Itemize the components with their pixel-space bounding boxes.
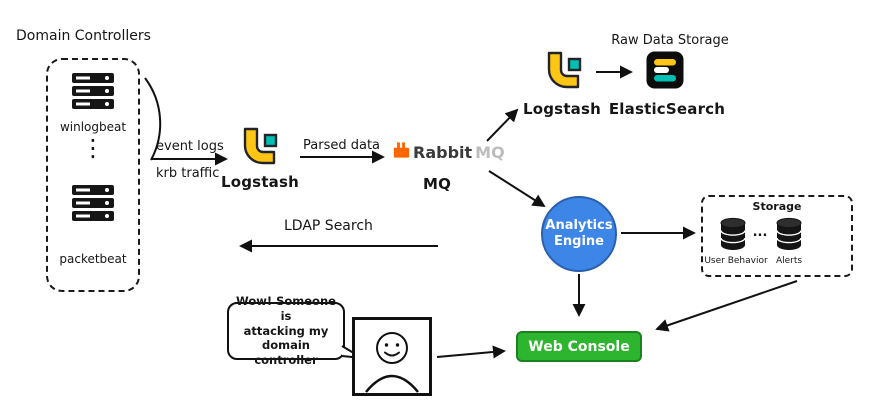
arrow-mq-to-analytics — [488, 170, 546, 208]
logstash-label: Logstash — [522, 100, 602, 118]
ldap-search-label: LDAP Search — [284, 218, 373, 234]
web-console-label: Web Console — [528, 338, 630, 355]
raw-data-storage-title: Raw Data Storage — [611, 33, 729, 48]
storage-title: Storage — [752, 200, 802, 213]
logstash-icon — [239, 126, 279, 170]
domain-controllers-box: winlogbeat ⋮ packetbeat — [46, 58, 140, 292]
web-console-node: Web Console — [516, 331, 642, 362]
person-figure — [352, 317, 432, 396]
vertical-ellipsis: ⋮ — [81, 134, 105, 162]
storage-ellipsis: ... — [752, 225, 768, 240]
speech-bubble-line3: domain controller — [254, 338, 318, 368]
speech-bubble-line2: attacking my — [243, 323, 329, 338]
domain-controllers-title: Domain Controllers — [16, 28, 151, 44]
rabbitmq-brand-rabbit: Rabbit — [413, 142, 473, 162]
arrow-mq-to-logstash — [486, 108, 519, 142]
analytics-engine-node: Analytics Engine — [541, 196, 617, 272]
packetbeat-label: packetbeat — [59, 252, 127, 266]
storage-box: Storage ... User Behavior Alerts — [701, 195, 853, 277]
database-cylinder-icon — [775, 217, 803, 255]
arrow-person-to-console — [436, 345, 506, 359]
event-logs-label: event logs — [156, 139, 224, 154]
elasticsearch-label: ElasticSearch — [608, 100, 726, 118]
elasticsearch-icon — [645, 50, 685, 94]
analytics-engine-line2: Engine — [554, 234, 604, 249]
logstash-icon — [543, 50, 583, 94]
speech-bubble: Wow! Someone is attacking my domain cont… — [227, 294, 345, 367]
mq-label: MQ — [422, 175, 452, 193]
logstash-label: Logstash — [220, 173, 300, 191]
alerts-label: Alerts — [775, 256, 803, 266]
smiley-face-icon — [365, 332, 419, 393]
rabbitmq-brand-mq: MQ — [475, 142, 505, 162]
server-stack-icon — [48, 184, 138, 226]
winlogbeat-label: winlogbeat — [59, 120, 127, 134]
analytics-engine-line1: Analytics — [545, 217, 613, 233]
server-stack-icon — [48, 72, 138, 114]
krb-traffic-label: krb traffic — [156, 166, 220, 181]
user-behavior-label: User Behavior — [704, 256, 768, 266]
arrow-storage-to-console — [655, 280, 798, 332]
speech-bubble-line1: Wow! Someone is — [236, 294, 336, 323]
database-cylinder-icon — [719, 217, 747, 255]
parsed-data-label: Parsed data — [303, 138, 381, 153]
rabbitmq-icon — [392, 141, 410, 163]
